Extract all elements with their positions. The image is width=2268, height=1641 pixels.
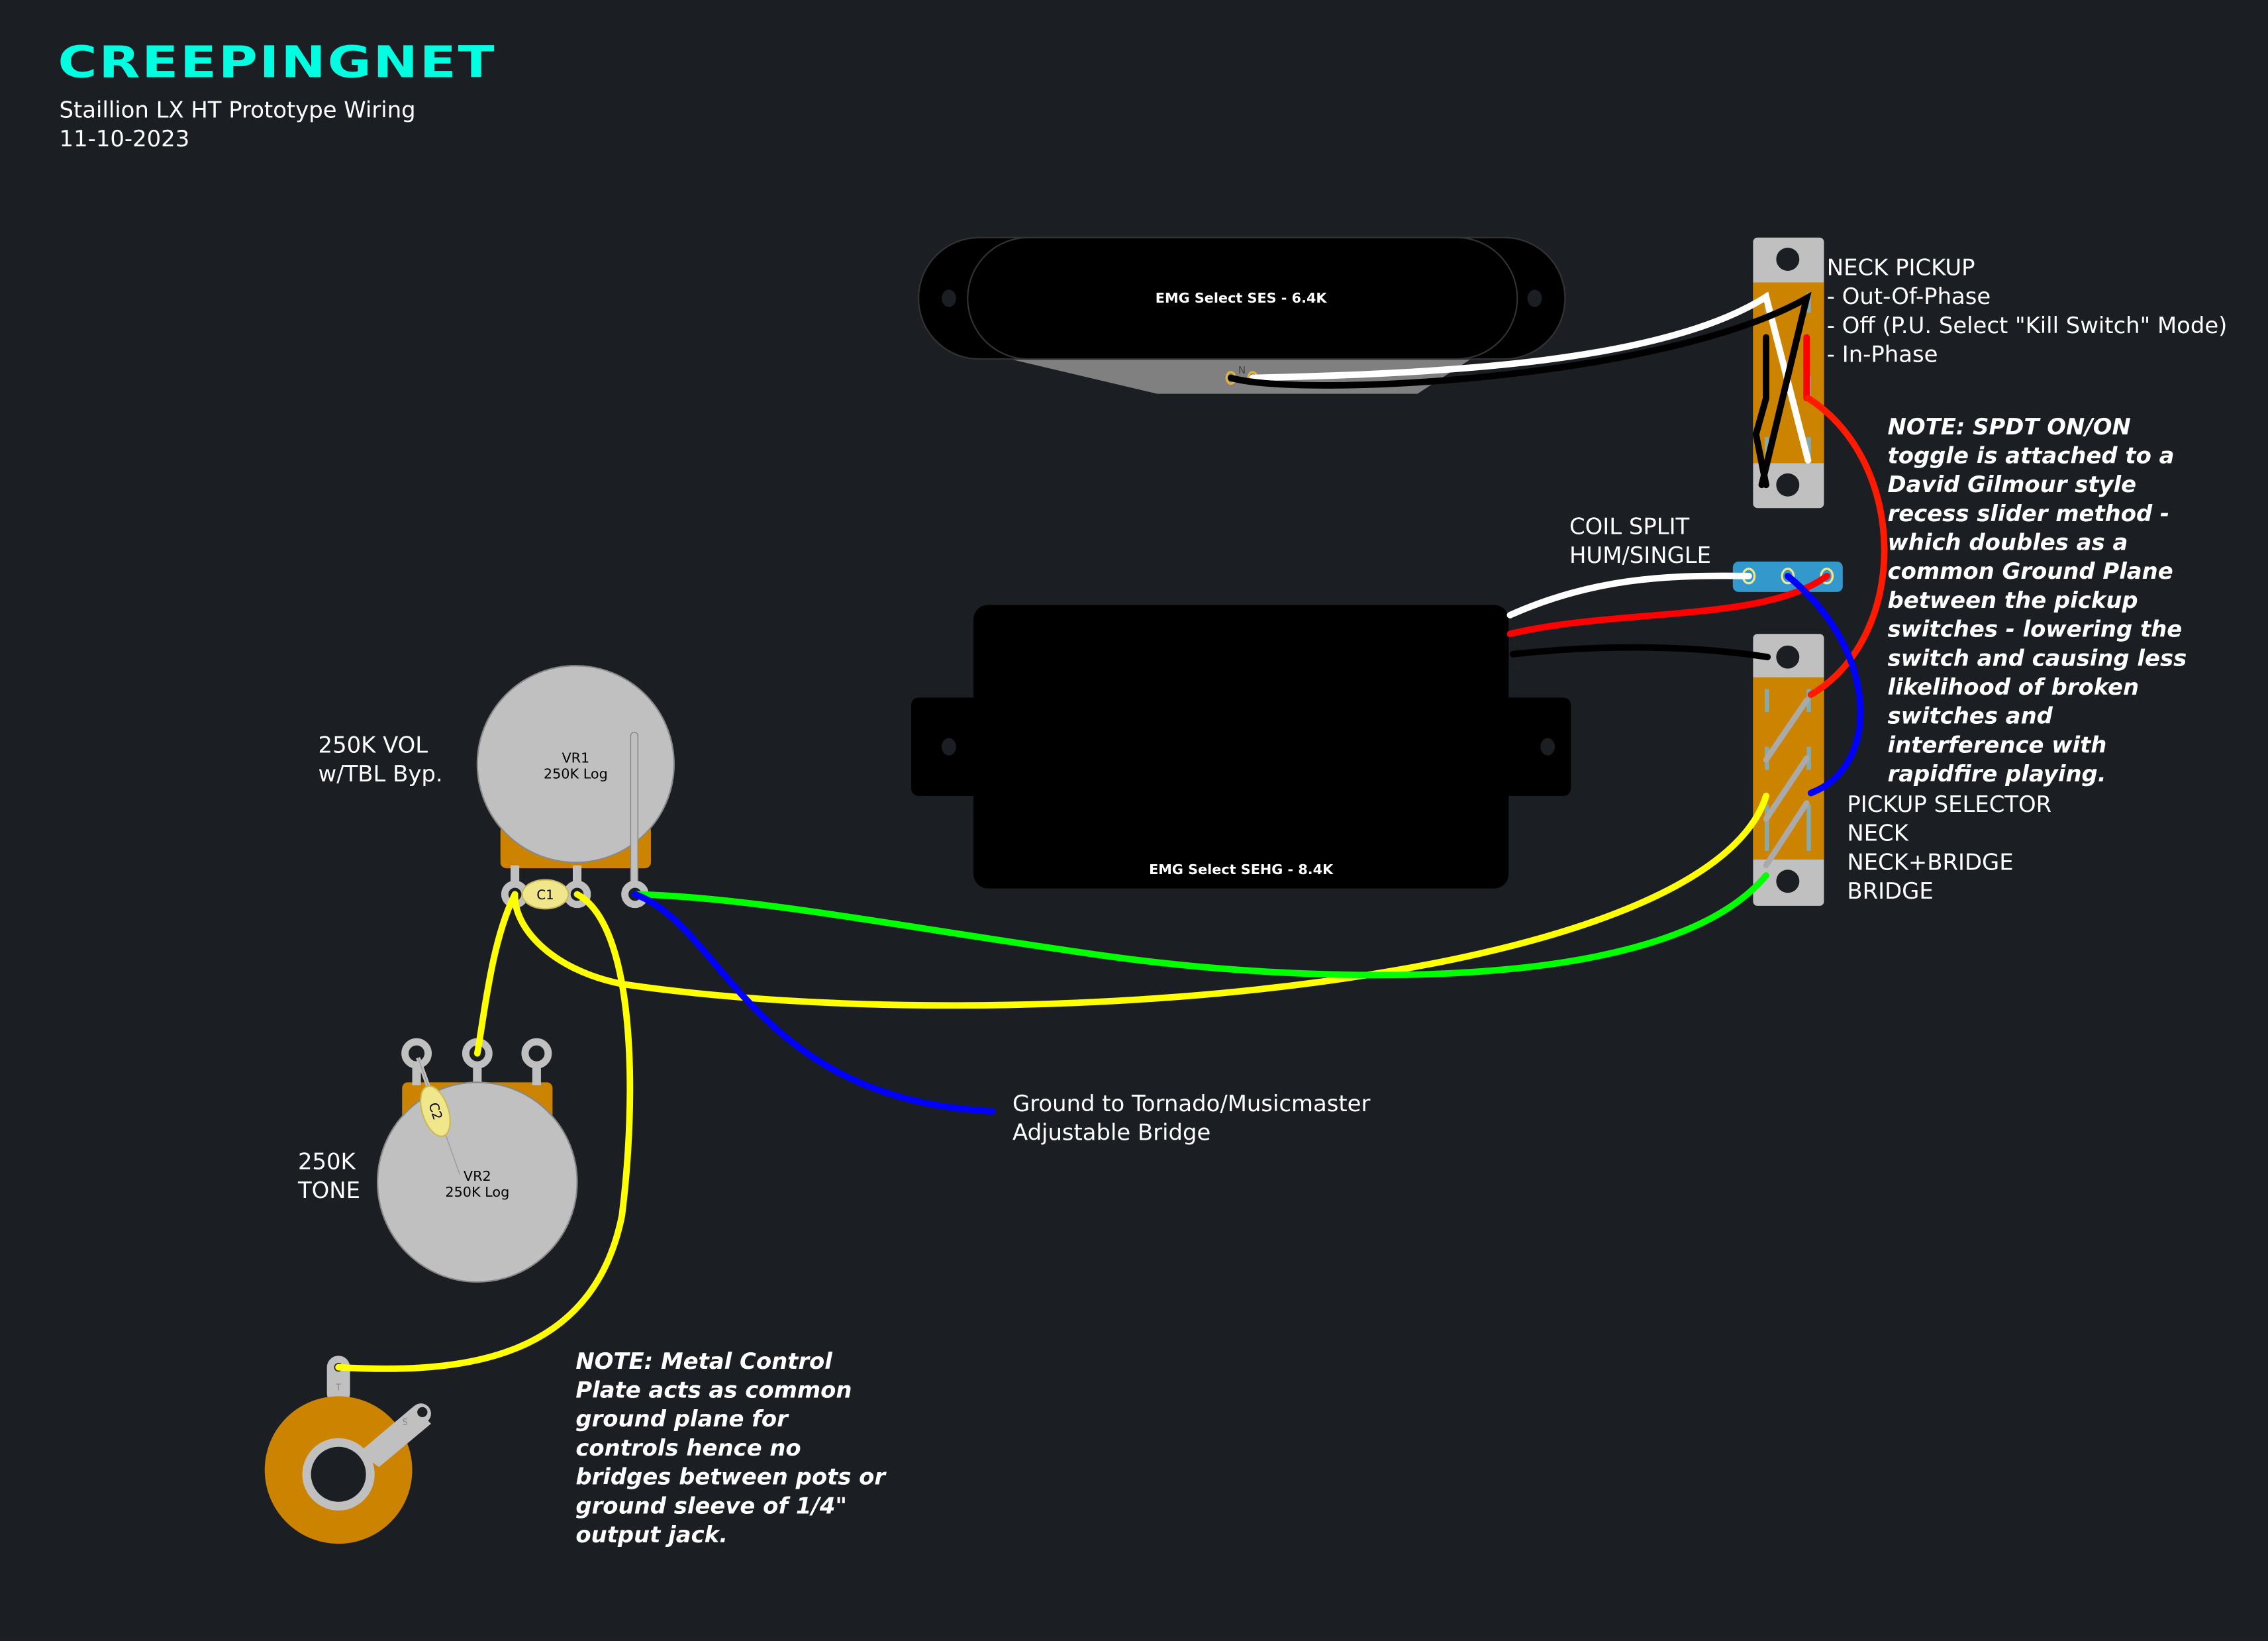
tone-pot[interactable]: C2 VR2 250K Log xyxy=(377,1038,578,1283)
volume-pot[interactable]: VR1 250K Log xyxy=(476,665,675,909)
note-plate-line: ground sleeve of 1/4" xyxy=(575,1493,847,1518)
wire-white xyxy=(1506,572,1752,619)
mounting-hole-icon xyxy=(1776,645,1800,669)
neck-switch-position: - Off (P.U. Select "Kill Switch" Mode) xyxy=(1827,313,2228,338)
note-spdt-line: interference with xyxy=(1888,732,2107,758)
note-spdt-line: David Gilmour style xyxy=(1888,472,2137,497)
note-plate-line: ground plane for xyxy=(575,1406,789,1432)
tone-pot-ref: VR2 xyxy=(464,1168,491,1184)
volume-pot-ref: VR1 xyxy=(562,750,589,766)
bridge-pickup: EMG Select SEHG - 8.4K N S xyxy=(911,605,1571,889)
mounting-hole-icon xyxy=(1776,473,1800,497)
wire-black xyxy=(1227,291,1812,489)
wire-black xyxy=(1752,334,1769,489)
mounting-hole-icon xyxy=(1527,289,1542,307)
pickup-selector-position: BRIDGE xyxy=(1847,878,1933,904)
coil-split-label: COIL SPLIT xyxy=(1569,514,1690,540)
wire-blue xyxy=(1784,572,1864,797)
brand-logo: CREEPINGNET xyxy=(58,37,496,87)
bridge-pickup-terminal-n: N xyxy=(1513,639,1520,651)
note-spdt-line: rapidfire playing. xyxy=(1888,761,2106,787)
note-plate-line: Plate acts as common xyxy=(575,1377,852,1403)
diagram-title: Staillion LX HT Prototype Wiring xyxy=(60,97,416,123)
neck-switch-position: - Out-Of-Phase xyxy=(1827,283,1991,309)
wire-white xyxy=(1249,291,1812,464)
wire-red xyxy=(1506,572,1830,638)
mounting-hole-icon xyxy=(1540,738,1555,756)
pickup-selector-position: NECK xyxy=(1847,820,1908,846)
note-spdt-line: common Ground Plane xyxy=(1888,558,2173,584)
note-spdt-line: switches - lowering the xyxy=(1888,617,2183,642)
note-plate-line: output jack. xyxy=(575,1522,728,1548)
volume-capacitor-label: C1 xyxy=(536,887,554,903)
mounting-hole-icon xyxy=(1776,870,1800,893)
wire-yellow xyxy=(473,891,518,1057)
wire-green xyxy=(631,872,1769,979)
diagram-date: 11-10-2023 xyxy=(60,126,190,152)
mounting-hole-icon xyxy=(941,738,956,756)
wire-black xyxy=(1509,644,1771,661)
note-plate-line: controls hence no xyxy=(575,1435,801,1461)
note-spdt-line: switch and causing less xyxy=(1888,645,2187,671)
wires xyxy=(335,291,1888,1372)
wire-yellow xyxy=(511,792,1769,1009)
mounting-hole-icon xyxy=(1776,248,1800,271)
neck-pickup-label: EMG Select SES - 6.4K xyxy=(1156,290,1328,306)
ground-label: Adjustable Bridge xyxy=(1012,1120,1210,1146)
wire-red xyxy=(1804,395,1888,698)
wire-yellow xyxy=(335,891,634,1372)
tone-pot-value: 250K Log xyxy=(445,1184,509,1200)
neck-switch-title: NECK PICKUP xyxy=(1827,255,1975,281)
note-plate-line: NOTE: Metal Control xyxy=(575,1348,832,1374)
wire-blue xyxy=(631,891,996,1115)
jack-sleeve-label: S xyxy=(402,1418,407,1428)
bridge-pickup-label: EMG Select SEHG - 8.4K xyxy=(1149,862,1334,877)
bridge-pickup-terminal-s: S xyxy=(1513,660,1520,671)
note-spdt-line: likelihood of broken xyxy=(1888,674,2140,700)
tone-capacitor: C2 xyxy=(420,1085,451,1138)
note-plate-line: bridges between pots or xyxy=(575,1464,887,1490)
neck-pickup-terminal-label: N xyxy=(1238,364,1246,376)
tone-pot-label: 250K xyxy=(298,1148,356,1174)
note-spdt-line: switches and xyxy=(1888,703,2053,729)
ground-label: Ground to Tornado/Musicmaster xyxy=(1012,1091,1370,1117)
coil-split-label: HUM/SINGLE xyxy=(1569,542,1711,568)
note-spdt-line: which doubles as a xyxy=(1888,530,2128,556)
tone-pot-label: TONE xyxy=(297,1177,360,1203)
note-spdt-line: between the pickup xyxy=(1888,587,2138,613)
pickup-selector-position: NECK+BRIDGE xyxy=(1847,849,2013,875)
volume-pot-label: 250K VOL xyxy=(319,732,428,758)
pickup-selector-title: PICKUP SELECTOR xyxy=(1847,791,2051,817)
volume-capacitor: C1 xyxy=(521,879,569,910)
note-spdt-line: toggle is attached to a xyxy=(1888,442,2175,468)
neck-switch-position: - In-Phase xyxy=(1827,342,1938,368)
note-spdt-line: recess slider method - xyxy=(1888,501,2170,526)
volume-pot-label: w/TBL Byp. xyxy=(319,761,443,787)
pickup-selector-switch[interactable] xyxy=(1753,634,1824,906)
jack-tip-label: T xyxy=(335,1383,342,1393)
mounting-hole-icon xyxy=(941,289,956,307)
note-spdt-line: NOTE: SPDT ON/ON xyxy=(1888,414,2131,440)
volume-pot-value: 250K Log xyxy=(544,766,608,782)
